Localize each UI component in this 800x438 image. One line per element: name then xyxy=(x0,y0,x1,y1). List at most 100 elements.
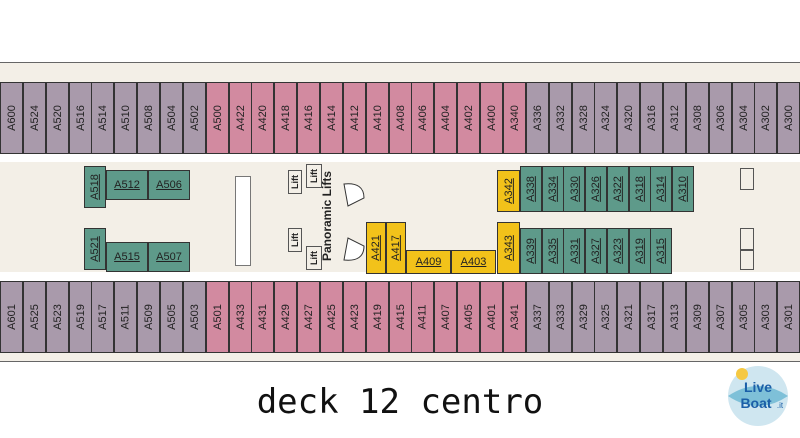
cabin-a312[interactable]: A312 xyxy=(663,82,686,154)
cabin-a339[interactable]: A339 xyxy=(520,228,542,274)
cabin-a329[interactable]: A329 xyxy=(572,281,595,353)
cabin-a333[interactable]: A333 xyxy=(549,281,572,353)
cabin-a327[interactable]: A327 xyxy=(585,228,608,274)
cabin-a509[interactable]: A509 xyxy=(137,281,160,353)
cabin-a502[interactable]: A502 xyxy=(183,82,206,154)
cabin-a525[interactable]: A525 xyxy=(23,281,46,353)
cabin-a420[interactable]: A420 xyxy=(251,82,274,154)
cabin-a322[interactable]: A322 xyxy=(606,166,629,212)
cabin-a316[interactable]: A316 xyxy=(640,82,663,154)
cabin-a423[interactable]: A423 xyxy=(343,281,366,353)
cabin-a511[interactable]: A511 xyxy=(114,281,137,353)
cabin-a415[interactable]: A415 xyxy=(389,281,412,353)
cabin-a410[interactable]: A410 xyxy=(366,82,389,154)
cabin-a303[interactable]: A303 xyxy=(754,281,777,353)
lift-3[interactable]: Lift xyxy=(288,228,302,252)
cabin-a521[interactable]: A521 xyxy=(84,228,106,270)
cabin-a307[interactable]: A307 xyxy=(709,281,732,353)
cabin-a305[interactable]: A305 xyxy=(732,281,755,353)
cabin-a308[interactable]: A308 xyxy=(686,82,709,154)
cabin-a427[interactable]: A427 xyxy=(297,281,320,353)
cabin-a406[interactable]: A406 xyxy=(411,82,434,154)
cabin-a401[interactable]: A401 xyxy=(480,281,503,353)
cabin-a429[interactable]: A429 xyxy=(274,281,297,353)
cabin-a408[interactable]: A408 xyxy=(389,82,412,154)
cabin-a503[interactable]: A503 xyxy=(183,281,206,353)
lift-1[interactable]: Lift xyxy=(288,170,302,194)
cabin-a505[interactable]: A505 xyxy=(160,281,183,353)
cabin-a321[interactable]: A321 xyxy=(617,281,640,353)
cabin-a418[interactable]: A418 xyxy=(274,82,297,154)
cabin-a332[interactable]: A332 xyxy=(549,82,572,154)
panoramic-lifts[interactable]: Panoramic Lifts xyxy=(314,171,340,261)
cabin-a301[interactable]: A301 xyxy=(777,281,800,353)
cabin-a500[interactable]: A500 xyxy=(206,82,229,154)
cabin-a516[interactable]: A516 xyxy=(69,82,92,154)
cabin-a523[interactable]: A523 xyxy=(46,281,69,353)
cabin-a323[interactable]: A323 xyxy=(606,228,629,274)
cabin-a524[interactable]: A524 xyxy=(23,82,46,154)
cabin-a310[interactable]: A310 xyxy=(671,166,694,212)
cabin-a517[interactable]: A517 xyxy=(91,281,114,353)
cabin-a324[interactable]: A324 xyxy=(594,82,617,154)
cabin-a402[interactable]: A402 xyxy=(457,82,480,154)
lift-2[interactable]: Lift xyxy=(306,164,322,188)
cabin-a315[interactable]: A315 xyxy=(650,228,673,274)
cabin-a338[interactable]: A338 xyxy=(520,166,542,212)
cabin-a300[interactable]: A300 xyxy=(777,82,800,154)
cabin-a431[interactable]: A431 xyxy=(251,281,274,353)
cabin-a314[interactable]: A314 xyxy=(650,166,673,212)
cabin-a518[interactable]: A518 xyxy=(84,166,106,208)
cabin-a405[interactable]: A405 xyxy=(457,281,480,353)
cabin-a304[interactable]: A304 xyxy=(732,82,755,154)
cabin-a320[interactable]: A320 xyxy=(617,82,640,154)
cabin-a409[interactable]: A409 xyxy=(406,250,451,274)
cabin-a334[interactable]: A334 xyxy=(541,166,564,212)
cabin-a600[interactable]: A600 xyxy=(0,82,23,154)
cabin-a318[interactable]: A318 xyxy=(628,166,651,212)
cabin-a306[interactable]: A306 xyxy=(709,82,732,154)
cabin-a328[interactable]: A328 xyxy=(572,82,595,154)
cabin-a404[interactable]: A404 xyxy=(434,82,457,154)
cabin-a506[interactable]: A506 xyxy=(148,170,190,200)
cabin-a515[interactable]: A515 xyxy=(106,242,148,272)
cabin-a330[interactable]: A330 xyxy=(563,166,586,212)
cabin-a302[interactable]: A302 xyxy=(754,82,777,154)
lift-right-1[interactable] xyxy=(740,168,754,190)
cabin-a422[interactable]: A422 xyxy=(229,82,252,154)
cabin-a425[interactable]: A425 xyxy=(320,281,343,353)
cabin-a504[interactable]: A504 xyxy=(160,82,183,154)
lift-4[interactable]: Lift xyxy=(306,246,322,270)
cabin-a421[interactable]: A421 xyxy=(366,222,386,274)
cabin-a325[interactable]: A325 xyxy=(594,281,617,353)
cabin-a403[interactable]: A403 xyxy=(451,250,496,274)
cabin-a520[interactable]: A520 xyxy=(46,82,69,154)
cabin-a335[interactable]: A335 xyxy=(541,228,564,274)
cabin-a319[interactable]: A319 xyxy=(628,228,651,274)
cabin-a601[interactable]: A601 xyxy=(0,281,23,353)
cabin-a331[interactable]: A331 xyxy=(563,228,586,274)
lift-right-3[interactable] xyxy=(740,250,754,270)
cabin-a514[interactable]: A514 xyxy=(91,82,114,154)
lift-right-2[interactable] xyxy=(740,228,754,250)
cabin-a400[interactable]: A400 xyxy=(480,82,503,154)
cabin-a407[interactable]: A407 xyxy=(434,281,457,353)
cabin-a326[interactable]: A326 xyxy=(585,166,608,212)
cabin-a508[interactable]: A508 xyxy=(137,82,160,154)
cabin-a342[interactable]: A342 xyxy=(497,170,520,212)
cabin-a512[interactable]: A512 xyxy=(106,170,148,200)
cabin-a510[interactable]: A510 xyxy=(114,82,137,154)
cabin-a337[interactable]: A337 xyxy=(526,281,549,353)
cabin-a412[interactable]: A412 xyxy=(343,82,366,154)
cabin-a336[interactable]: A336 xyxy=(526,82,549,154)
cabin-a519[interactable]: A519 xyxy=(69,281,92,353)
cabin-a411[interactable]: A411 xyxy=(411,281,434,353)
cabin-a416[interactable]: A416 xyxy=(297,82,320,154)
cabin-a501[interactable]: A501 xyxy=(206,281,229,353)
cabin-a341[interactable]: A341 xyxy=(503,281,526,353)
cabin-a417[interactable]: A417 xyxy=(386,222,406,274)
cabin-a309[interactable]: A309 xyxy=(686,281,709,353)
cabin-a313[interactable]: A313 xyxy=(663,281,686,353)
cabin-a414[interactable]: A414 xyxy=(320,82,343,154)
cabin-a433[interactable]: A433 xyxy=(229,281,252,353)
